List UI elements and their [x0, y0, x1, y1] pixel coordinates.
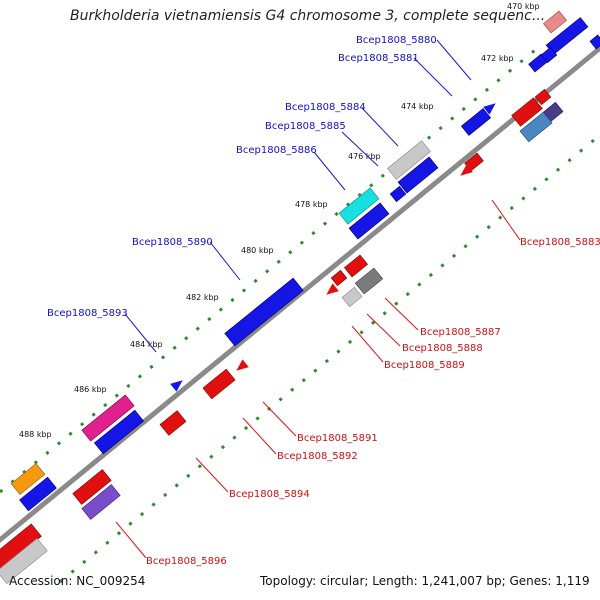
gene-arrow[interactable]	[233, 359, 249, 374]
inner-guide-line	[59, 133, 600, 584]
gene-arrow[interactable]	[540, 46, 558, 64]
gene-arrow[interactable]	[348, 202, 390, 240]
forward-strand-genes	[10, 17, 589, 512]
leader-line-5892	[242, 417, 277, 455]
gene-label-bcep1808-5889[interactable]: Bcep1808_5889	[384, 360, 465, 371]
tick-label-474: 474 kbp	[401, 102, 434, 111]
gene-label-bcep1808-5888[interactable]: Bcep1808_5888	[402, 343, 483, 354]
tick-label-470: 470 kbp	[507, 2, 540, 11]
gene-label-bcep1808-5880[interactable]: Bcep1808_5880	[356, 35, 437, 46]
gene-arrow[interactable]	[341, 286, 363, 308]
gene-arrow[interactable]	[387, 140, 431, 180]
gene-label-bcep1808-5883[interactable]: Bcep1808_5883	[520, 237, 600, 248]
gene-arrow[interactable]	[330, 269, 348, 287]
tick-label-472: 472 kbp	[481, 54, 514, 63]
forward-gene-labels: Bcep1808_5880 Bcep1808_5881 Bcep1808_588…	[47, 35, 437, 319]
leader-line-5896	[115, 521, 147, 559]
gene-arrow[interactable]	[483, 99, 499, 115]
topology-summary-text: Topology: circular; Length: 1,241,007 bp…	[260, 574, 590, 588]
gene-arrow[interactable]	[460, 108, 492, 136]
tick-label-482: 482 kbp	[186, 293, 219, 302]
gene-arrow[interactable]	[457, 164, 473, 179]
gene-arrow[interactable]	[389, 185, 407, 203]
gene-arrow[interactable]	[81, 484, 121, 520]
gene-arrow[interactable]	[224, 277, 304, 347]
gene-arrow[interactable]	[202, 368, 236, 400]
leader-line-5885	[341, 131, 379, 167]
leader-line-5890	[209, 241, 241, 281]
gene-arrow[interactable]	[159, 410, 187, 436]
reverse-strand-genes	[0, 10, 600, 585]
gene-arrow[interactable]	[0, 537, 48, 585]
gene-label-bcep1808-5896[interactable]: Bcep1808_5896	[146, 556, 227, 567]
gene-arrow[interactable]	[511, 97, 543, 127]
leader-line-5889	[351, 325, 384, 363]
leader-line-5888	[366, 313, 401, 347]
outer-guide-line	[0, 44, 541, 494]
leader-line-5886	[313, 151, 346, 191]
gene-arrow[interactable]	[519, 111, 553, 143]
gene-label-bcep1808-5894[interactable]: Bcep1808_5894	[229, 489, 310, 500]
gene-arrow[interactable]	[397, 156, 439, 194]
forward-leader-lines	[124, 39, 472, 353]
leader-line-5883	[491, 199, 521, 241]
gene-label-bcep1808-5884[interactable]: Bcep1808_5884	[285, 102, 366, 113]
gene-arrow[interactable]	[10, 463, 46, 495]
gene-label-bcep1808-5891[interactable]: Bcep1808_5891	[297, 433, 378, 444]
leader-line-5891	[262, 401, 297, 437]
tick-label-478: 478 kbp	[295, 200, 328, 209]
leader-line-5894	[195, 457, 229, 493]
gene-arrow[interactable]	[344, 254, 368, 278]
tick-label-476: 476 kbp	[348, 152, 381, 161]
gene-arrow[interactable]	[93, 409, 145, 455]
leader-line-5880	[436, 39, 472, 81]
gene-label-bcep1808-5893[interactable]: Bcep1808_5893	[47, 308, 128, 319]
leader-line-5884	[361, 107, 399, 147]
gene-label-bcep1808-5892[interactable]: Bcep1808_5892	[277, 451, 358, 462]
reverse-leader-lines	[115, 199, 521, 559]
gene-label-bcep1808-5887[interactable]: Bcep1808_5887	[420, 327, 501, 338]
gene-label-bcep1808-5890[interactable]: Bcep1808_5890	[132, 237, 213, 248]
reverse-gene-labels: Bcep1808_5883 Bcep1808_5887 Bcep1808_588…	[146, 237, 600, 567]
gene-arrow[interactable]	[354, 267, 384, 295]
tick-label-484: 484 kbp	[130, 340, 163, 349]
gene-arrow[interactable]	[543, 10, 567, 34]
leader-line-5893	[124, 313, 157, 353]
gene-arrow[interactable]	[72, 469, 112, 505]
tick-label-486: 486 kbp	[74, 385, 107, 394]
gene-arrow[interactable]	[589, 34, 600, 50]
tick-label-480: 480 kbp	[241, 246, 274, 255]
gene-label-bcep1808-5886[interactable]: Bcep1808_5886	[236, 145, 317, 156]
leader-line-5887	[384, 297, 419, 331]
map-title: Burkholderia vietnamiensis G4 chromosome…	[70, 8, 546, 24]
chromosome-backbone	[0, 44, 600, 544]
tick-labels: 470 kbp 472 kbp 474 kbp 476 kbp 478 kbp …	[19, 2, 540, 439]
tick-label-488: 488 kbp	[19, 430, 52, 439]
leader-line-5881	[413, 57, 453, 97]
gene-arrow[interactable]	[323, 283, 339, 298]
gene-label-bcep1808-5885[interactable]: Bcep1808_5885	[265, 121, 346, 132]
gene-arrow[interactable]	[170, 376, 186, 392]
accession-text: Accession: NC_009254	[9, 574, 146, 588]
gene-arrow[interactable]	[19, 476, 57, 512]
gene-arrow[interactable]	[81, 394, 135, 442]
gene-arrow[interactable]	[338, 187, 380, 225]
gene-arrow[interactable]	[534, 88, 552, 106]
gene-label-bcep1808-5881[interactable]: Bcep1808_5881	[338, 53, 419, 64]
